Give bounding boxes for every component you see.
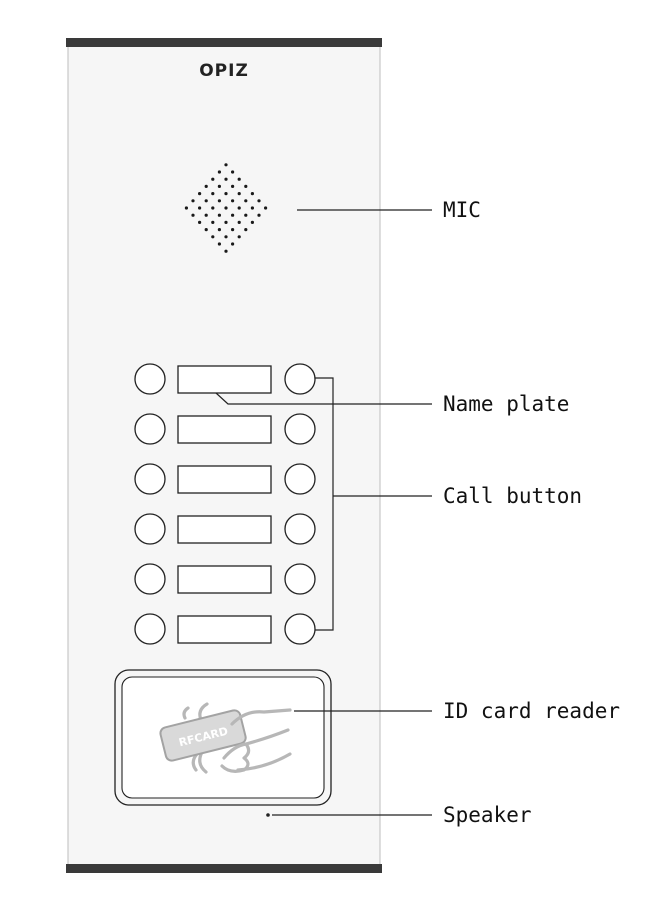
mic-hole <box>231 184 235 188</box>
name-plate <box>177 565 272 594</box>
mic-hole <box>217 199 221 203</box>
mic-hole <box>231 213 235 217</box>
mic-hole <box>257 213 261 217</box>
mic-hole <box>184 206 188 210</box>
mic-hole <box>224 163 228 167</box>
brand-logo: OPIZ <box>199 61 249 81</box>
mic-hole <box>231 199 235 203</box>
mic-hole <box>217 184 221 188</box>
mic-hole <box>204 184 208 188</box>
speaker-hole <box>266 813 270 817</box>
call-button-right[interactable] <box>284 563 316 595</box>
leader-lines <box>215 209 432 816</box>
call-button-right[interactable] <box>284 613 316 645</box>
mic-hole <box>231 170 235 174</box>
mic-hole <box>250 192 254 196</box>
mic-hole <box>204 199 208 203</box>
label-speaker: Speaker <box>443 803 532 827</box>
label-name-plate: Name plate <box>443 392 569 416</box>
label-mic: MIC <box>443 198 481 222</box>
call-button-left[interactable] <box>134 513 166 545</box>
mic-hole <box>237 192 241 196</box>
call-button-right[interactable] <box>284 513 316 545</box>
name-plate <box>177 615 272 644</box>
mic-hole <box>244 199 248 203</box>
mic-hole <box>244 184 248 188</box>
mic-hole <box>264 206 268 210</box>
name-plate <box>177 515 272 544</box>
mic-hole <box>250 206 254 210</box>
call-button-left[interactable] <box>134 463 166 495</box>
mic-hole <box>231 242 235 246</box>
mic-hole <box>257 199 261 203</box>
call-button-right[interactable] <box>284 413 316 445</box>
call-button-right[interactable] <box>284 363 316 395</box>
mic-hole <box>244 213 248 217</box>
mic-hole <box>237 206 241 210</box>
mic-hole <box>191 213 195 217</box>
mic-hole <box>217 242 221 246</box>
mic-hole <box>217 170 221 174</box>
mic-hole <box>224 206 228 210</box>
mic-hole <box>211 192 215 196</box>
mic-hole <box>237 220 241 224</box>
button-grid <box>134 363 316 645</box>
mic-hole <box>191 199 195 203</box>
callout-labels: MIC Name plate Call button ID card reade… <box>443 198 620 827</box>
label-id-card-reader: ID card reader <box>443 699 620 723</box>
reader-frame-outer <box>114 669 332 806</box>
name-plate <box>177 465 272 494</box>
mic-hole <box>244 228 248 232</box>
mic-hole <box>237 177 241 181</box>
mic-hole <box>224 235 228 239</box>
mic-hole <box>224 249 228 253</box>
call-button-right[interactable] <box>284 463 316 495</box>
id-card-reader: RFCARD <box>114 669 332 806</box>
name-plate <box>177 365 272 394</box>
mic-hole <box>211 220 215 224</box>
call-button-left[interactable] <box>134 563 166 595</box>
mic-hole <box>198 192 202 196</box>
mic-hole <box>211 206 215 210</box>
call-button-bracket <box>315 377 334 631</box>
name-plate <box>177 415 272 444</box>
mic-hole <box>237 235 241 239</box>
mic-hole <box>224 220 228 224</box>
mic-hole <box>204 213 208 217</box>
mic-hole <box>204 228 208 232</box>
mic-hole <box>211 177 215 181</box>
mic-hole <box>250 220 254 224</box>
label-call-button: Call button <box>443 484 582 508</box>
mic-hole <box>198 206 202 210</box>
mic-hole <box>231 228 235 232</box>
mic-hole <box>217 228 221 232</box>
mic-hole <box>217 213 221 217</box>
mic-hole <box>224 177 228 181</box>
mic-hole <box>224 192 228 196</box>
mic-grille <box>184 163 268 253</box>
call-button-left[interactable] <box>134 363 166 395</box>
call-button-left[interactable] <box>134 613 166 645</box>
name-plate-leader <box>215 392 432 405</box>
mic-hole <box>198 220 202 224</box>
rfcard-icon: RFCARD <box>159 702 292 774</box>
call-button-left[interactable] <box>134 413 166 445</box>
panel-bottom-bar <box>66 864 382 873</box>
panel-top-bar <box>66 38 382 47</box>
mic-hole <box>211 235 215 239</box>
